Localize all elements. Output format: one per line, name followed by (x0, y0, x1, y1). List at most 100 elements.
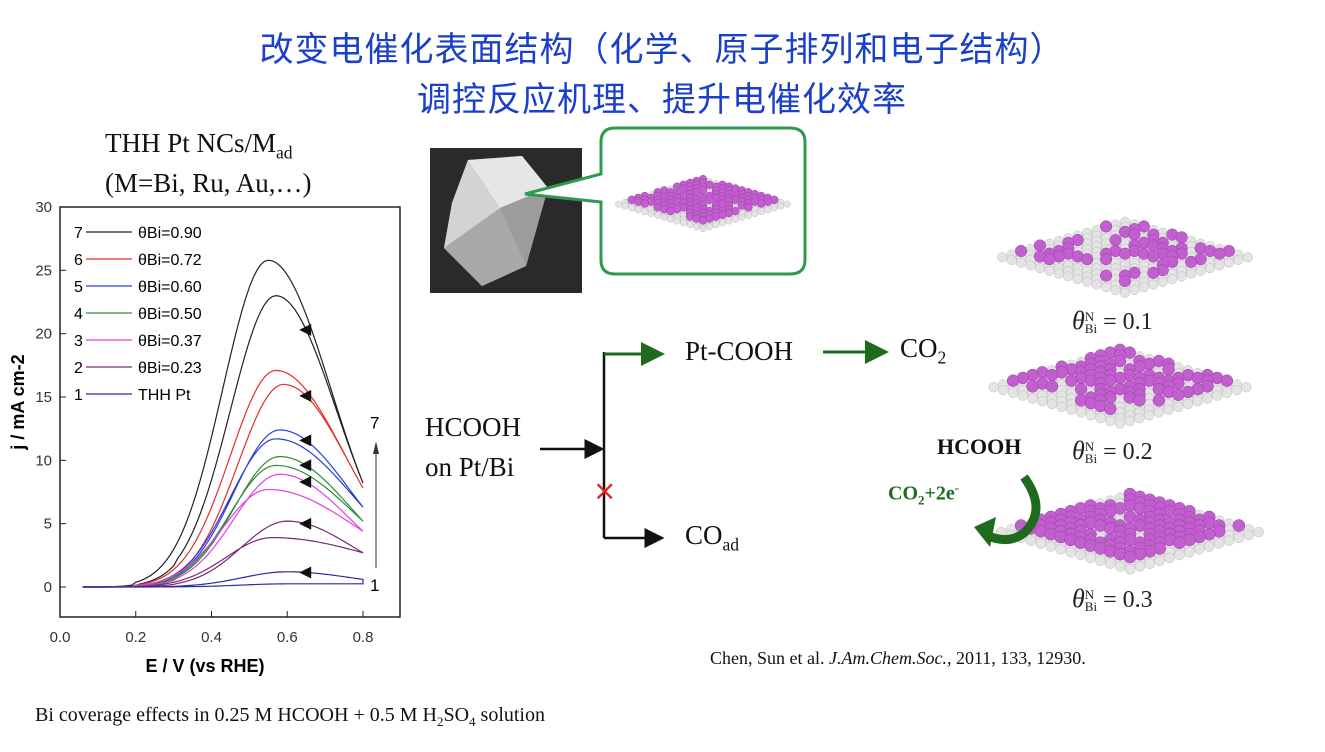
chart-caption-line-1: THH Pt NCs/Mad (105, 128, 293, 163)
reaction-pathway-arrows (540, 340, 889, 548)
bi-atom (1081, 253, 1094, 266)
pt-atom (1182, 398, 1194, 410)
pt-atom (1091, 279, 1102, 290)
cv-curve-6 (82, 369, 364, 588)
pt-atom (1173, 401, 1184, 412)
bi-atom (1172, 388, 1185, 401)
bi-atom (1232, 519, 1246, 532)
scan-direction-arrow (299, 434, 312, 447)
sem-nanocrystal-image (430, 148, 582, 293)
pt-atom (1027, 393, 1038, 404)
cv-curve-4 (82, 455, 364, 588)
pt-atom (673, 217, 681, 225)
pt-atom (699, 224, 707, 232)
pt-atom (751, 209, 759, 217)
pt-atom (757, 208, 765, 216)
pt-atom (1167, 274, 1178, 285)
bi-atom (757, 199, 766, 208)
co2-electrons-label: CO2+2e- (888, 480, 960, 508)
pt-atom (1007, 387, 1019, 398)
slab-0-2 (988, 343, 1252, 429)
bi-atom (1118, 274, 1132, 288)
product-main: CO (900, 333, 938, 363)
legend-label: θBi=0.23 (138, 360, 202, 377)
scan-direction-arrow (299, 459, 312, 472)
bi-atom (1109, 234, 1122, 247)
poison-sub: ad (722, 534, 740, 555)
pt-atom (1114, 418, 1126, 429)
reactant-label: HCOOH (425, 412, 522, 442)
y-tick-label: 25 (35, 262, 52, 279)
y-tick-label: 0 (44, 579, 52, 596)
plot-frame (59, 206, 401, 618)
bi-atom (1173, 536, 1186, 549)
bi-atom (1133, 394, 1146, 407)
pt-atom (1006, 255, 1017, 265)
pt-atom (1045, 541, 1057, 552)
intermediate-label: Pt-COOH (685, 336, 794, 366)
pt-atom (725, 217, 733, 225)
hcooh-bold-label: HCOOH (937, 434, 1022, 459)
pt-atom (1035, 538, 1047, 549)
pt-atom (1063, 271, 1074, 282)
pt-atom (1124, 564, 1136, 575)
pt-atom (1205, 263, 1216, 274)
scan-direction-arrow (299, 389, 312, 402)
pt-atom (1212, 390, 1223, 401)
pt-atom (1186, 268, 1197, 279)
pt-atom (718, 219, 726, 227)
legend-number: 5 (74, 279, 83, 296)
pt-atom (1223, 257, 1234, 268)
scan-direction-arrow (299, 323, 312, 336)
pt-atom (660, 213, 668, 221)
x-tick-label: 0.6 (277, 629, 298, 646)
pt-atom (1129, 285, 1140, 296)
pt-atom (1138, 282, 1149, 293)
pt-atom (1110, 285, 1121, 296)
pt-atom (1253, 526, 1264, 538)
pt-atom (1221, 387, 1233, 398)
pt-atom (1053, 268, 1064, 279)
bi-coverage-models (974, 216, 1264, 575)
pt-atom (1134, 412, 1145, 424)
pt-atom (1176, 271, 1187, 282)
pt-atom (705, 223, 713, 231)
pt-atom (764, 206, 772, 214)
bi-atom (666, 206, 675, 216)
pt-atom (1025, 535, 1037, 546)
y-tick-label: 20 (35, 326, 52, 343)
y-tick-label: 30 (35, 199, 52, 216)
pt-atom (1157, 276, 1168, 287)
legend-label: θBi=0.72 (138, 252, 202, 269)
bi-atom (1100, 220, 1113, 233)
pt-atom (1034, 263, 1045, 274)
y-axis-label: j / mA cm-2 (8, 354, 28, 450)
pt-atom (1056, 401, 1067, 412)
chart-caption-main: THH Pt NCs/M (105, 128, 277, 158)
pt-atom (738, 213, 746, 221)
slab-0-3 (996, 487, 1264, 575)
pt-atom (1163, 404, 1174, 415)
pt-atom (1072, 274, 1083, 285)
bi-atom (1015, 244, 1028, 257)
bi-atom (1100, 253, 1113, 266)
pt-atom (1082, 276, 1093, 287)
scan-direction-arrow (299, 566, 312, 579)
pt-atom (641, 208, 649, 216)
pt-atom (1213, 538, 1225, 549)
pt-atom (1192, 396, 1203, 407)
product-sub: 2 (937, 347, 947, 368)
pt-atom (621, 202, 629, 210)
bi-atom (1065, 374, 1078, 387)
pt-atom (686, 221, 694, 229)
citation: Chen, Sun et al. J.Am.Chem.Soc., 2011, 1… (710, 648, 1086, 668)
pt-atom (1016, 257, 1027, 268)
legend-number: 1 (74, 387, 83, 404)
bi-atom (1213, 247, 1226, 260)
pt-atom (988, 382, 999, 393)
pt-atom (1233, 255, 1244, 265)
bi-atom (1074, 382, 1088, 396)
chart-caption-line-2: (M=Bi, Ru, Au,…) (105, 168, 312, 198)
scan-direction-arrow (299, 517, 312, 530)
